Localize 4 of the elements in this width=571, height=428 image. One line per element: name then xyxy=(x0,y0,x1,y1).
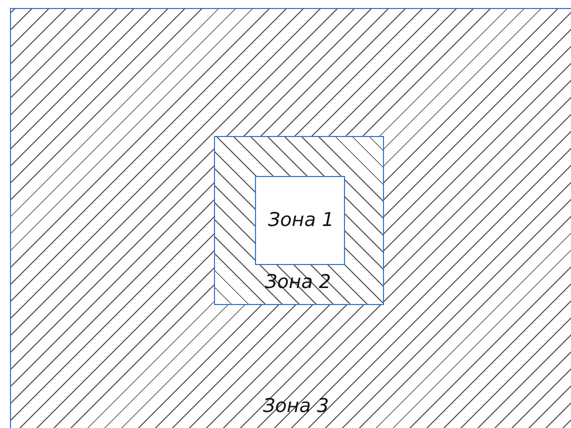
hatched-zone xyxy=(214,136,384,305)
zone-label: Зона 1 xyxy=(267,211,335,230)
hatched-zone xyxy=(10,8,571,428)
zone-box xyxy=(255,176,345,265)
